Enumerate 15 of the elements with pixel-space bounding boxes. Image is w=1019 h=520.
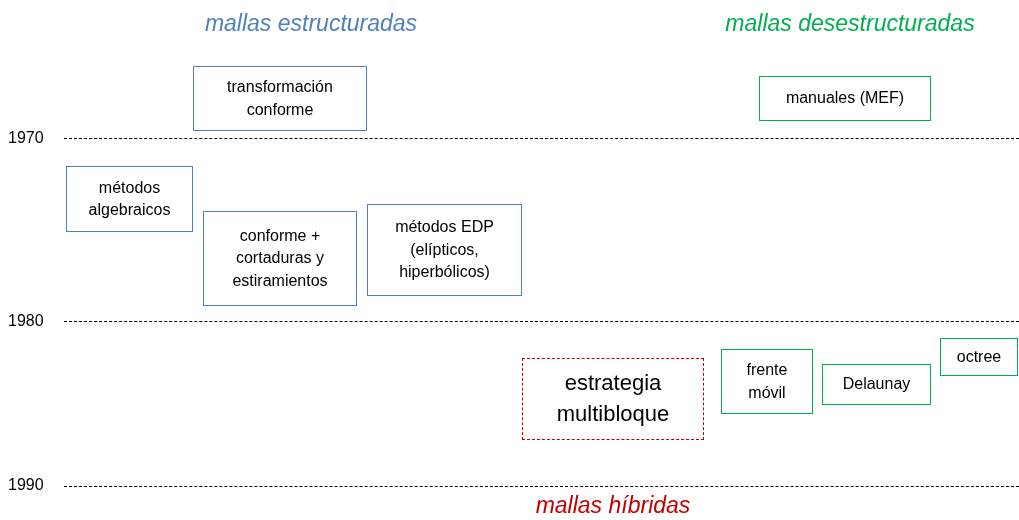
method-box: frente móvil — [721, 349, 813, 414]
method-box: métodos algebraicos — [66, 166, 193, 232]
year-label: 1990 — [8, 476, 44, 494]
method-box: manuales (MEF) — [759, 76, 931, 121]
method-box: transformación conforme — [193, 66, 367, 131]
year-label: 1980 — [8, 312, 44, 330]
column-heading: mallas estructuradas — [204, 10, 418, 37]
column-heading: mallas desestructuradas — [725, 10, 975, 37]
dashed-box: estrategia multibloque — [522, 358, 704, 440]
method-box: octree — [940, 338, 1018, 376]
method-box: conforme + cortaduras y estiramientos — [203, 211, 357, 306]
method-box: Delaunay — [822, 364, 931, 405]
year-label: 1970 — [8, 129, 44, 147]
section-heading: mallas híbridas — [535, 492, 691, 519]
method-box: métodos EDP (elípticos, hiperbólicos) — [367, 204, 522, 296]
